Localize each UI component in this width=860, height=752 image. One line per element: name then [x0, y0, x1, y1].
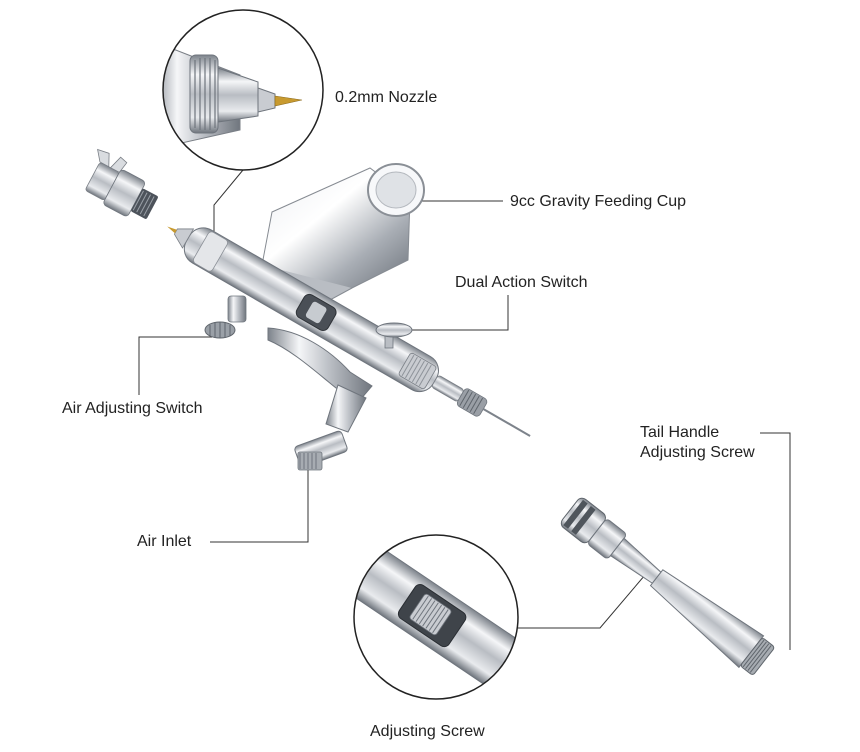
airbrush-body-part: [167, 226, 531, 471]
air-valve: [204, 295, 247, 339]
label-tail-handle-line1: Tail Handle: [640, 424, 720, 441]
label-air-adjusting-switch: Air Adjusting Switch: [62, 400, 203, 417]
label-nozzle: 0.2mm Nozzle: [335, 89, 438, 106]
trigger: [375, 322, 413, 349]
leader-air-adjusting: [138, 336, 212, 395]
leader-nozzle: [213, 169, 244, 238]
leader-tail-handle: [760, 432, 791, 650]
label-tail-handle-adjusting-screw: Tail Handle Adjusting Screw: [640, 423, 790, 463]
leader-air-inlet: [210, 470, 309, 543]
label-tail-handle-line2: Adjusting Screw: [640, 444, 755, 461]
label-air-inlet: Air Inlet: [137, 533, 192, 550]
label-adjusting-screw: Adjusting Screw: [370, 723, 485, 740]
leader-adjusting-screw: [518, 574, 646, 629]
label-gravity-cup: 9cc Gravity Feeding Cup: [510, 193, 687, 210]
tail-handle-part: [560, 497, 775, 675]
gravity-cup-part: [261, 163, 425, 301]
air-inlet-fitting: [294, 384, 367, 471]
nozzle-callout: [162, 9, 324, 171]
leader-dual-action: [393, 295, 509, 331]
adjusting-screw-callout: [353, 534, 519, 700]
label-dual-action-switch: Dual Action Switch: [455, 274, 588, 291]
nozzle-cap-part: [85, 148, 158, 219]
